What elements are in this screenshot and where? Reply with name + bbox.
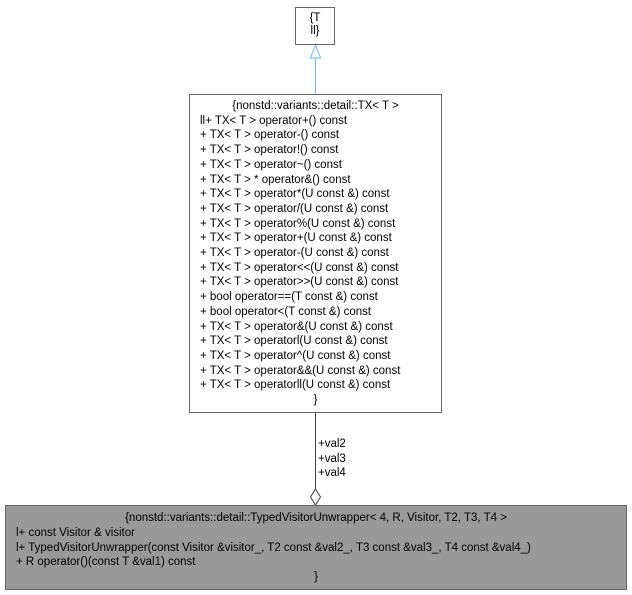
aggregation-diamond-icon (309, 488, 322, 506)
tx-member-line: + TX< T > operator-() const (200, 129, 340, 142)
tx-member-line: + TX< T > operator&(U const &) const (200, 320, 393, 333)
tx-class-close: } (313, 394, 318, 407)
tx-member-line: ll+ TX< T > operator+() const (200, 114, 348, 127)
tx-member-line: + TX< T > operator-(U const &) const (200, 247, 389, 260)
tx-member-line: + TX< T > operator%(U const &) const (200, 217, 396, 230)
tx-member-line: + TX< T > operator>>(U const &) const (200, 276, 399, 289)
tx-member-line: + TX< T > operator/(U const &) const (200, 202, 389, 215)
tx-class-node[interactable]: {nonstd::variants::detail::TX< T > ll+ T… (189, 94, 442, 413)
tx-member-line: + bool operator<(T const &) const (200, 305, 372, 318)
tx-member-line: + TX< T > operator<<(U const &) const (200, 261, 399, 274)
tx-class-title: {nonstd::variants::detail::TX< T > (232, 100, 399, 112)
tx-member-line: + TX< T > operator!() const (200, 144, 339, 157)
template-parameter-title: {T (309, 12, 321, 24)
aggregation-label: +val3 (318, 452, 346, 465)
unwrapper-member-line: + R operator()(const T &val1) const (16, 556, 196, 569)
tx-member-line: + bool operator==(T const &) const (200, 291, 378, 304)
unwrapper-class-title: {nonstd::variants::detail::TypedVisitorU… (125, 512, 507, 524)
unwrapper-class-node[interactable]: {nonstd::variants::detail::TypedVisitorU… (5, 505, 627, 590)
aggregation-labels: +val2 +val3 +val4 (318, 437, 346, 481)
tx-member-line: + TX< T > operator*(U const &) const (200, 188, 390, 201)
unwrapper-member-line: l+ const Visitor & visitor (16, 526, 135, 539)
tx-member-line: + TX< T > operator~() const (200, 158, 342, 171)
tx-member-line: + TX< T > operator^(U const &) const (200, 349, 391, 362)
template-parameter-line: ll} (310, 25, 320, 37)
unwrapper-member-line: l+ TypedVisitorUnwrapper(const Visitor &… (16, 541, 531, 554)
tx-member-line: + TX< T > operatorll(U const &) const (200, 379, 391, 392)
template-parameter-node[interactable]: {T ll} (295, 7, 335, 45)
unwrapper-class-close: } (314, 571, 318, 584)
aggregation-label: +val4 (318, 467, 346, 479)
tx-member-line: + TX< T > operatorl(U const &) const (200, 335, 388, 348)
inheritance-arrowhead-icon (309, 43, 322, 59)
aggregation-label: +val2 (318, 438, 346, 450)
tx-member-line: + TX< T > * operator&() const (200, 173, 351, 186)
tx-member-line: + TX< T > operator&&(U const &) const (200, 364, 401, 377)
tx-member-line: + TX< T > operator+(U const &) const (200, 232, 392, 245)
